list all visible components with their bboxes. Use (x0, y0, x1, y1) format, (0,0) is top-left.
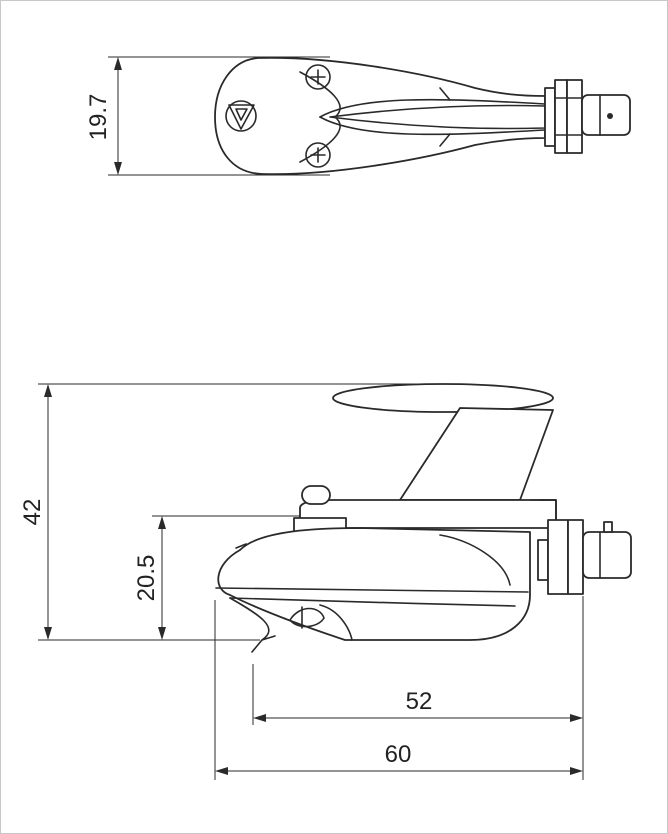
dim-42-label: 42 (19, 499, 46, 526)
dim-60-label: 60 (385, 741, 412, 768)
screw-top (305, 64, 331, 90)
logo-mark (225, 100, 257, 132)
side-view: 42 20.5 (19, 383, 632, 780)
dim-52-label: 52 (406, 688, 433, 715)
headshell-finger (332, 383, 554, 413)
dim-19-7-label: 19.7 (85, 94, 112, 141)
top-view: 19.7 (85, 56, 631, 176)
screw-bottom (305, 142, 331, 168)
dim-20-5-label: 20.5 (133, 555, 160, 602)
